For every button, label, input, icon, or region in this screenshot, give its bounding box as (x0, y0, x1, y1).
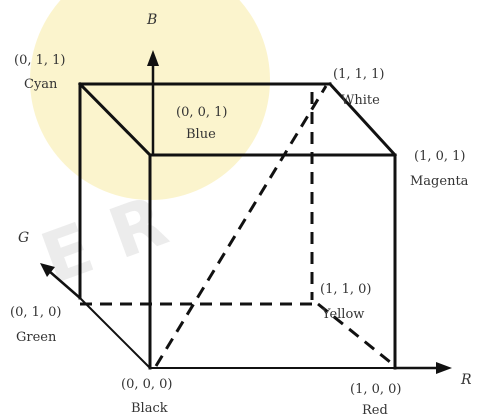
cube-solid-edges (77, 81, 398, 370)
watermark-text: E R (31, 180, 178, 300)
vertex-green-coord: (0, 1, 0) (10, 305, 62, 320)
b-axis-arrowhead (147, 50, 159, 66)
vertex-green-name: Green (16, 330, 57, 345)
watermark-circle (30, 0, 270, 200)
edge-cyan-blue (77, 81, 153, 158)
cube-dashed-edges (80, 85, 396, 368)
vertex-cyan-coord: (0, 1, 1) (14, 53, 66, 68)
vertex-black-coord: (0, 0, 0) (121, 377, 173, 392)
edge-green-black (79, 297, 151, 369)
vertex-magenta-name: Magenta (410, 174, 469, 189)
gray-diagonal-black-white (154, 85, 328, 367)
r-axis-label: R (460, 372, 472, 388)
r-axis-arrowhead (436, 362, 452, 374)
vertex-yellow-coord: (1, 1, 0) (320, 282, 372, 297)
g-axis-line (48, 270, 81, 299)
vertex-red-name: Red (362, 403, 388, 416)
edge-yellow-red (317, 302, 396, 368)
vertex-yellow-name: Yellow (321, 307, 364, 322)
vertex-red-coord: (1, 0, 0) (350, 382, 402, 397)
vertex-cyan-name: Cyan (24, 77, 58, 92)
vertex-white-name: White (341, 93, 380, 108)
axes (40, 50, 452, 374)
vertex-white-coord: (1, 1, 1) (333, 67, 385, 82)
vertex-black-name: Black (131, 401, 168, 416)
g-axis-label: G (18, 230, 29, 246)
b-axis-label: B (146, 12, 157, 28)
edge-white-magenta (327, 81, 398, 158)
g-axis-arrowhead (40, 263, 55, 277)
vertex-blue-name: Blue (186, 127, 216, 142)
vertex-blue-coord: (0, 0, 1) (176, 105, 228, 120)
vertex-magenta-coord: (1, 0, 1) (414, 149, 466, 164)
